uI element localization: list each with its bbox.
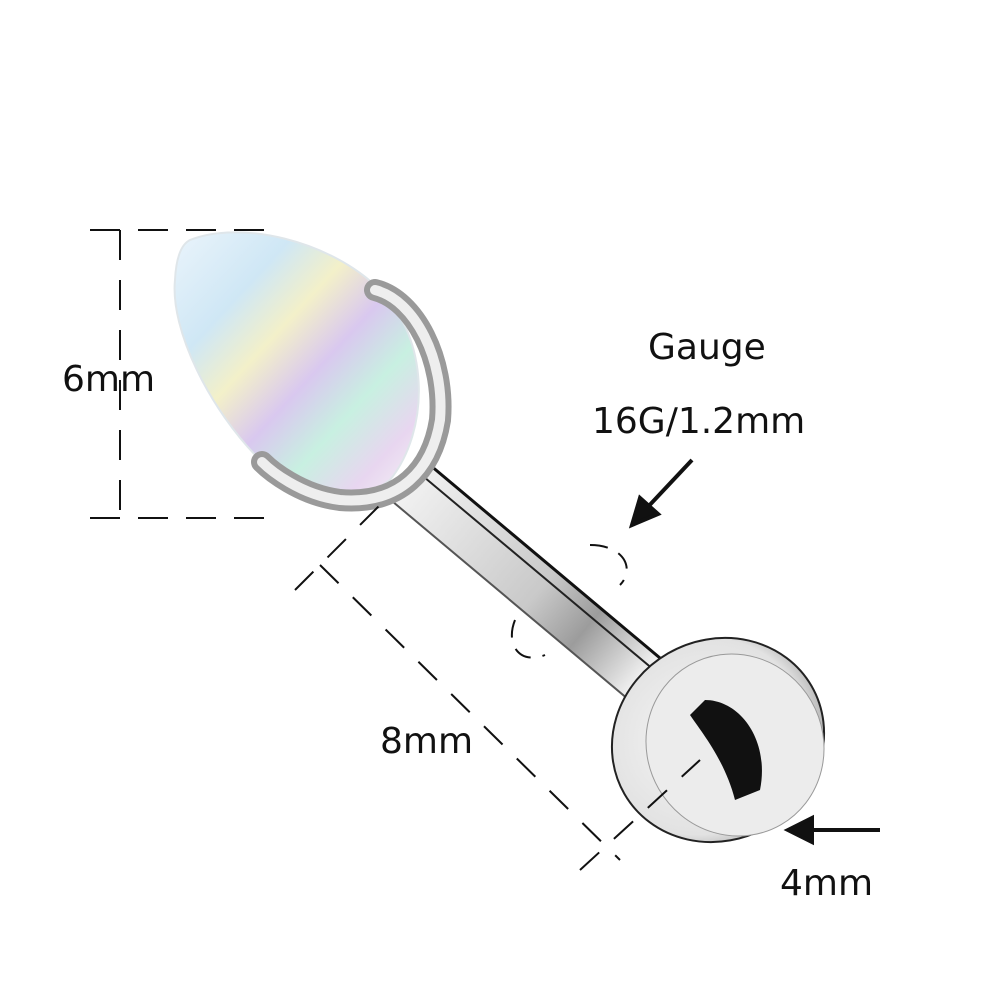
gauge-title: Gauge <box>648 327 766 368</box>
height-label: 6mm <box>62 359 156 400</box>
disc-diameter-label: 4mm <box>780 863 874 904</box>
disc-arrow <box>783 814 880 846</box>
length-dimension <box>294 499 701 871</box>
opal-gem <box>173 231 420 499</box>
prong-setting <box>251 279 452 512</box>
length-label: 8mm <box>380 721 474 762</box>
gauge-marker <box>510 544 628 659</box>
gauge-value: 16G/1.2mm <box>592 401 806 442</box>
height-dimension <box>90 229 270 519</box>
gauge-arrow <box>628 458 694 529</box>
